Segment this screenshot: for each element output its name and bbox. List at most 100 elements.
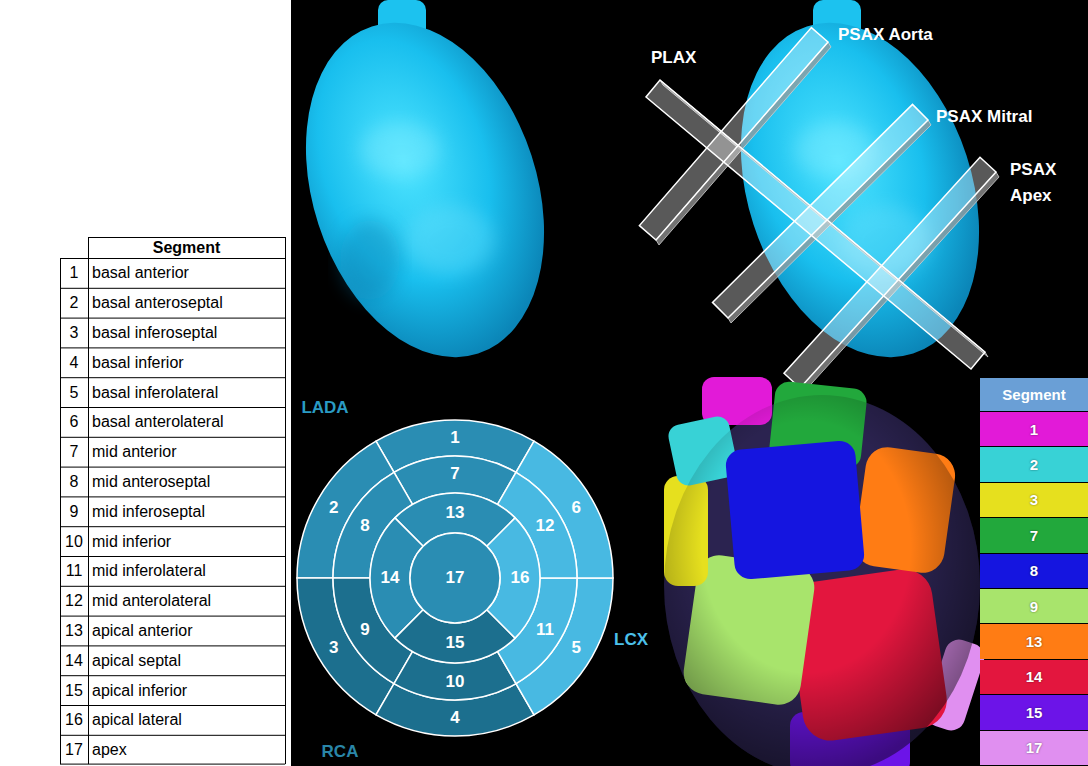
legend-number: 17 [1026, 739, 1043, 756]
view-plane-label: PLAX [651, 48, 696, 68]
bullseye-number: 5 [572, 638, 581, 658]
segment-name: apical anterior [92, 621, 193, 640]
table-rule [60, 377, 285, 378]
segment-name: apex [92, 740, 127, 759]
legend-number: 1 [1030, 421, 1038, 438]
table-rule [60, 347, 285, 348]
heart-volume [265, 0, 584, 388]
legend-number: 15 [1026, 704, 1043, 721]
segment-number: 6 [70, 412, 79, 431]
heart-blob [265, 0, 584, 388]
segment-number: 3 [70, 323, 79, 342]
segment-name: mid anterior [92, 442, 176, 461]
segment-number: 15 [65, 681, 83, 700]
table-rule [60, 675, 285, 676]
artery-label: RCA [322, 742, 359, 762]
legend-header-cell [980, 378, 1088, 411]
segmented-heart [664, 377, 988, 766]
segment-number: 12 [65, 591, 83, 610]
bullseye-number: 2 [329, 498, 338, 518]
segment-name: mid anterolateral [92, 591, 211, 610]
bullseye-number: 13 [446, 503, 465, 523]
table-rule [60, 645, 285, 646]
table-rule [88, 237, 89, 764]
legend-swatch: 15 [980, 695, 1088, 729]
table-rule [60, 705, 285, 706]
segment-number: 7 [70, 442, 79, 461]
highlight [405, 205, 495, 275]
segment-name: apical septal [92, 651, 181, 670]
bullseye-number: 12 [536, 516, 555, 536]
segment-name: basal inferolateral [92, 383, 218, 402]
table-rule [60, 735, 285, 736]
segment-name: basal anteroseptal [92, 293, 223, 312]
segment-number: 8 [70, 472, 79, 491]
table-rule [60, 407, 285, 408]
segment-number: 17 [65, 740, 83, 759]
shadow [340, 220, 400, 300]
segment-name: basal inferoseptal [92, 323, 217, 342]
segment-name: apical lateral [92, 710, 182, 729]
view-plane-label: PSAX Apex [1010, 157, 1066, 209]
bullseye-number: 17 [446, 568, 465, 588]
bullseye-number: 11 [536, 620, 554, 640]
bullseye-number: 10 [446, 672, 465, 692]
segment-name: mid inferolateral [92, 561, 206, 580]
table-rule [88, 237, 285, 238]
table-rule [60, 467, 285, 468]
segment-number: 9 [70, 502, 79, 521]
bullseye-number: 16 [511, 568, 530, 588]
segment-number: 5 [70, 383, 79, 402]
segment-name: mid inferoseptal [92, 502, 205, 521]
bullseye-number: 4 [450, 708, 459, 728]
heart-base [664, 395, 980, 766]
segment-name: basal inferior [92, 353, 184, 372]
segment-name: basal anterolateral [92, 412, 224, 431]
bullseye-number: 9 [360, 620, 369, 640]
legend-swatch: 17 [980, 731, 1088, 765]
legend-number: 7 [1030, 527, 1038, 544]
view-plane [713, 104, 929, 318]
legend-swatch: 8 [980, 554, 1088, 588]
segment-number: 16 [65, 710, 83, 729]
table-header: Segment [153, 238, 221, 257]
table-rule [60, 258, 285, 259]
legend-header: Segment [1002, 386, 1065, 404]
table-rule [285, 237, 286, 764]
bullseye-number: 7 [450, 464, 459, 484]
segment-number: 2 [70, 293, 79, 312]
legend-swatch: 2 [980, 447, 1088, 481]
legend-swatch: 9 [980, 589, 1088, 623]
legend-swatch: 3 [980, 483, 1088, 517]
bullseye-number: 14 [381, 568, 400, 588]
segment-name: mid inferior [92, 532, 171, 551]
legend-number: 14 [1026, 668, 1043, 685]
legend-swatch: 14 [980, 660, 1088, 694]
bullseye-number: 8 [360, 516, 369, 536]
legend-swatch: 13 [980, 624, 1088, 658]
bullseye-number: 15 [446, 633, 465, 653]
view-planes [639, 28, 999, 393]
legend-number: 8 [1030, 562, 1038, 579]
table-rule [60, 616, 285, 617]
view-plane-label: PSAX Aorta [838, 25, 933, 45]
segment-name: mid anteroseptal [92, 472, 210, 491]
legend-swatch: 7 [980, 518, 1088, 552]
artery-label: LCX [614, 630, 648, 650]
segment-name: basal anterior [92, 263, 189, 282]
artery-label: LADA [301, 398, 348, 418]
segment-number: 4 [70, 353, 79, 372]
view-plane [639, 28, 828, 240]
segment-name: apical inferior [92, 681, 187, 700]
bullseye-number: 1 [450, 428, 459, 448]
segment-number: 13 [65, 621, 83, 640]
legend-number: 13 [1026, 633, 1043, 650]
bullseye-plot [297, 420, 613, 736]
legend-number: 9 [1030, 598, 1038, 615]
legend-swatch: 1 [980, 412, 1088, 446]
segment-number: 11 [66, 561, 83, 580]
view-plane [784, 157, 996, 388]
table-rule [60, 586, 285, 587]
legend-number: 2 [1030, 456, 1038, 473]
